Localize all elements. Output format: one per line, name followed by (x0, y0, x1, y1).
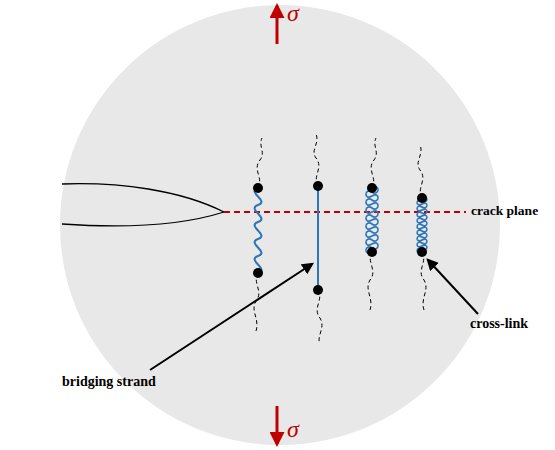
network-strand (371, 138, 376, 188)
cross-link-dot (313, 285, 323, 295)
stress-symbol: σ (287, 416, 299, 443)
cross-link-dot (417, 247, 427, 257)
network-strand (257, 138, 262, 188)
zoom-region (60, 5, 500, 445)
bridging-strand (317, 186, 319, 290)
crack-face (62, 212, 224, 226)
stress-arrow (276, 6, 279, 44)
cross-link-dot (313, 181, 323, 191)
network-strand (317, 290, 322, 344)
stress-symbol: σ (287, 0, 299, 27)
cross-link-dots (253, 181, 427, 295)
cross-link-dot (367, 247, 377, 257)
bridging-strand (255, 188, 262, 273)
leader-arrow (150, 264, 312, 370)
cross-link-dot (367, 183, 377, 193)
bridging-strand (417, 197, 427, 253)
network-strand (418, 144, 423, 198)
cross-link-dot (417, 193, 427, 203)
network-strand (421, 252, 426, 310)
stress-arrow (276, 406, 279, 444)
network-strand (368, 252, 373, 310)
network-strand (314, 134, 319, 186)
cross-link-dot (253, 268, 263, 278)
crack-plane-line (224, 211, 466, 213)
cross-link-dot (253, 183, 263, 193)
part-label: bridging strand (62, 374, 156, 390)
crack-face (62, 184, 224, 212)
plane-label: crack plane (471, 203, 538, 219)
leader-arrow (428, 260, 478, 314)
part-label: cross-link (470, 316, 528, 332)
bridging-strand (366, 187, 378, 253)
